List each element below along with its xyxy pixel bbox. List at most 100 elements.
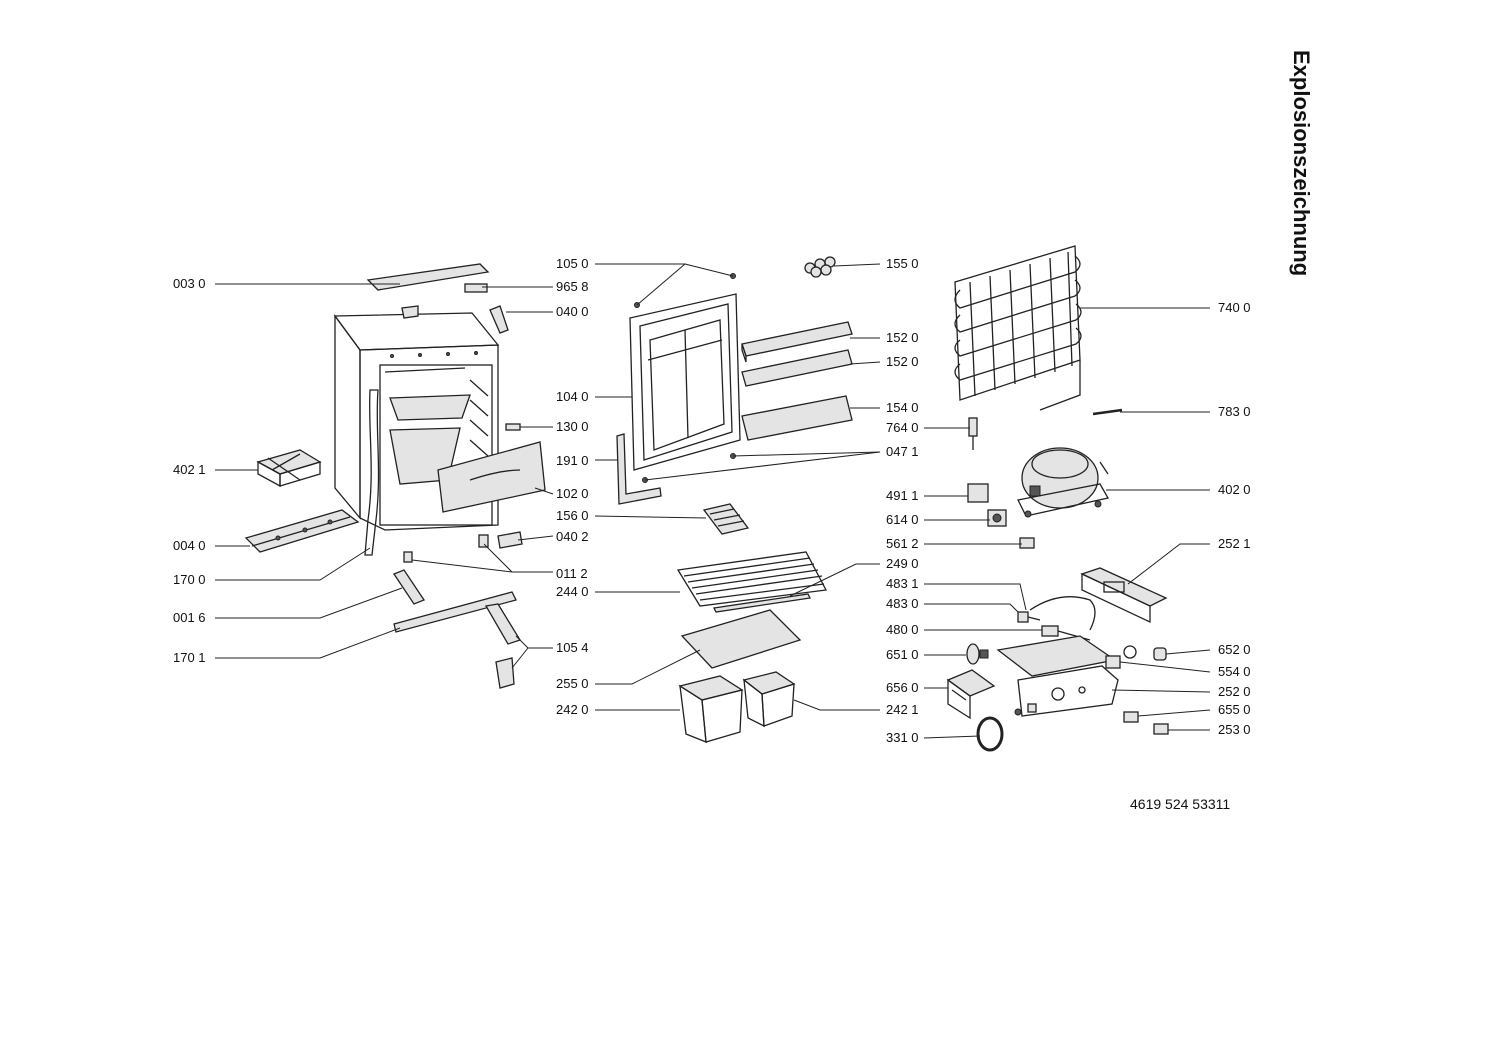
part-label-242-1: 242 1 (886, 702, 919, 717)
filter-dryer-part (968, 417, 978, 450)
wire-shelf-part (676, 551, 828, 607)
door-part (629, 293, 741, 471)
part-label-152-0-lower: 152 0 (886, 354, 919, 369)
part-label-102-0: 102 0 (556, 486, 589, 501)
hinge-part (393, 569, 425, 605)
glass-shelf-part (680, 609, 802, 669)
part-label-191-0: 191 0 (556, 453, 589, 468)
base-rail-part (244, 509, 360, 553)
connector-part (1153, 723, 1169, 735)
freezer-door-part (437, 441, 546, 513)
crisper-left-part (678, 675, 744, 743)
part-label-244-0: 244 0 (556, 584, 589, 599)
part-label-651-0: 651 0 (886, 647, 919, 662)
part-label-152-0-upper: 152 0 (886, 330, 919, 345)
relay-cover-part (967, 483, 989, 503)
part-label-001-6: 001 6 (173, 610, 206, 625)
part-label-655-0: 655 0 (1218, 702, 1251, 717)
part-label-170-0: 170 0 (173, 572, 206, 587)
part-label-130-0: 130 0 (556, 419, 589, 434)
leader-lines (215, 263, 1211, 739)
lamp-part (966, 643, 989, 665)
part-label-047-1: 047 1 (886, 444, 919, 459)
washer-part (1014, 708, 1022, 716)
part-label-155-0: 155 0 (886, 256, 919, 271)
part-label-652-0: 652 0 (1218, 642, 1251, 657)
light-switch-part (1123, 711, 1139, 723)
part-label-402-1: 402 1 (173, 462, 206, 477)
part-label-252-0: 252 0 (1218, 684, 1251, 699)
part-label-483-1: 483 1 (886, 576, 919, 591)
hinge-bracket-part (484, 603, 521, 645)
part-label-252-1: 252 1 (1218, 536, 1251, 551)
lamp-cover-part (946, 669, 996, 720)
control-housing-part (996, 635, 1119, 717)
part-label-040-0: 040 0 (556, 304, 589, 319)
part-label-156-0: 156 0 (556, 508, 589, 523)
part-labels: 003 0 402 1 004 0 170 0 001 6 170 1 105 … (173, 256, 1251, 745)
part-label-740-0: 740 0 (1218, 300, 1251, 315)
light-cover-part (505, 423, 521, 431)
part-label-764-0: 764 0 (886, 420, 919, 435)
top-hinge-part (489, 305, 509, 334)
part-label-154-0: 154 0 (886, 400, 919, 415)
shelf-trim-part (713, 593, 811, 613)
part-label-004-0: 004 0 (173, 538, 206, 553)
lower-hinge-part (497, 531, 523, 549)
part-label-003-0: 003 0 (173, 276, 206, 291)
starter-relay-part (987, 509, 1007, 527)
part-label-561-2: 561 2 (886, 536, 919, 551)
part-label-554-0: 554 0 (1218, 664, 1251, 679)
drawing-title-container: Explosionszeichnung (1289, 50, 1314, 320)
knob-ring-part (976, 716, 1004, 752)
door-shelf-1-part (741, 321, 853, 363)
door-shelf-2-part (741, 349, 853, 387)
overload-protector-part (1019, 537, 1035, 549)
capillary-tube-part (1092, 408, 1123, 416)
part-label-242-0: 242 0 (556, 702, 589, 717)
part-label-483-0: 483 0 (886, 596, 919, 611)
adjustable-foot-part (478, 534, 489, 548)
hinge-cover-part (464, 283, 488, 293)
part-label-040-2: 040 2 (556, 529, 589, 544)
hinge-lower-part (495, 657, 515, 689)
cover-plate-part (401, 305, 419, 319)
ice-tray-part (702, 503, 750, 535)
control-cover-part (1080, 567, 1168, 624)
part-label-331-0: 331 0 (886, 730, 919, 745)
foot-part (403, 551, 413, 563)
freezer-door-handle (469, 469, 521, 481)
part-label-614-0: 614 0 (886, 512, 919, 527)
part-label-656-0: 656 0 (886, 680, 919, 695)
egg-tray-part (804, 256, 836, 278)
part-label-783-0: 783 0 (1218, 404, 1251, 419)
knob-part (1153, 647, 1167, 661)
seal-strip-part (364, 389, 380, 556)
door-bottle-shelf-part (741, 395, 853, 441)
cabinet-body (333, 312, 500, 531)
clip-part (1027, 703, 1037, 713)
crisper-right-part (742, 671, 796, 728)
part-label-965-8: 965 8 (556, 279, 589, 294)
part-label-402-0: 402 0 (1218, 482, 1251, 497)
part-label-255-0: 255 0 (556, 676, 589, 691)
part-label-170-1: 170 1 (173, 650, 206, 665)
part-label-491-1: 491 1 (886, 488, 919, 503)
part-label-104-0: 104 0 (556, 389, 589, 404)
part-label-480-0: 480 0 (886, 622, 919, 637)
switch-part (1105, 645, 1137, 669)
compressor-part (1017, 447, 1110, 518)
part-label-011-2: 011 2 (556, 566, 588, 581)
part-label-249-0: 249 0 (886, 556, 919, 571)
part-label-105-0: 105 0 (556, 256, 589, 271)
part-label-105-4: 105 4 (556, 640, 589, 655)
condenser-part (954, 245, 1082, 411)
part-label-253-0: 253 0 (1218, 722, 1251, 737)
drip-tray-part (256, 449, 322, 488)
door-seal-part (616, 433, 662, 505)
document-number: 4619 524 53311 (1130, 796, 1231, 812)
thermostat-part (1017, 611, 1041, 623)
drawing-title: Explosionszeichnung (1289, 50, 1314, 277)
wiring-part (1029, 596, 1096, 631)
